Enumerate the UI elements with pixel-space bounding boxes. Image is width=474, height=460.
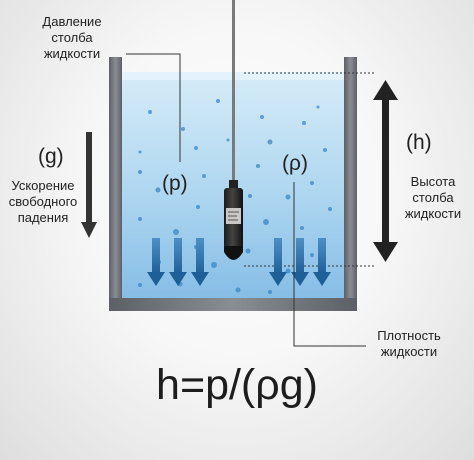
- pressure-caption-line-3: жидкости: [43, 46, 101, 61]
- down-arrow-icon: [291, 238, 309, 286]
- height-double-arrow-icon: [373, 80, 398, 262]
- bubble: [138, 170, 142, 174]
- bubble: [226, 138, 230, 142]
- formula: h=p/(ρg): [156, 361, 318, 409]
- pressure-caption-line-2: столба: [51, 30, 93, 45]
- height-symbol: (h): [406, 131, 432, 154]
- gravity-arrow: [81, 132, 97, 238]
- down-arrow-icon: [313, 238, 331, 286]
- gravity-caption-line-2: свободного: [8, 194, 78, 209]
- bubble: [268, 290, 272, 294]
- vessel-bottom: [109, 298, 357, 311]
- gravity-caption-line-3: падения: [17, 210, 69, 225]
- density-symbol: (ρ): [282, 152, 308, 175]
- bubble: [155, 187, 161, 193]
- down-arrow-icon: [269, 238, 287, 286]
- bubble: [248, 194, 252, 198]
- down-arrow-icon: [169, 238, 187, 286]
- bubble: [310, 181, 314, 185]
- down-arrow-icon: [191, 238, 209, 286]
- bubble: [196, 205, 200, 209]
- bubble: [202, 174, 206, 178]
- bubble: [256, 164, 260, 168]
- height-caption-line-2: столба: [412, 190, 454, 205]
- bubble: [194, 146, 198, 150]
- sensor-cable: [232, 0, 235, 182]
- bubble: [138, 283, 142, 287]
- bubble: [148, 110, 152, 114]
- pressure-symbol: (p): [162, 172, 188, 195]
- bubble: [181, 127, 185, 131]
- height-caption: Высота столба жидкости: [396, 174, 470, 222]
- down-arrow-icon: [147, 238, 165, 286]
- pressure-leader-line: [126, 53, 181, 162]
- gravity-caption: Ускорение свободного падения: [2, 178, 84, 226]
- density-caption-line-2: жидкости: [380, 344, 438, 359]
- bubble: [138, 217, 142, 221]
- density-caption: Плотность жидкости: [368, 328, 450, 360]
- bubble: [245, 248, 251, 254]
- gravity-caption-line-1: Ускорение: [11, 178, 75, 193]
- bubble: [285, 194, 291, 200]
- gravity-symbol: (g): [38, 145, 64, 168]
- bubble: [235, 287, 241, 293]
- bubble: [263, 219, 269, 225]
- height-caption-line-3: жидкости: [404, 206, 462, 221]
- bubble: [138, 150, 142, 154]
- pressure-arrows-group: [147, 238, 331, 286]
- bubble: [267, 139, 273, 145]
- bubble: [310, 253, 314, 257]
- bubble: [173, 229, 179, 235]
- bubble: [302, 121, 306, 125]
- density-leader-line: [293, 182, 366, 347]
- bubble: [216, 99, 220, 103]
- density-caption-line-1: Плотность: [377, 328, 441, 343]
- pressure-caption-line-1: Давление: [42, 14, 102, 29]
- height-caption-line-1: Высота: [410, 174, 456, 189]
- pressure-caption: Давление столба жидкости: [18, 14, 126, 62]
- pressure-sensor-icon: [224, 180, 243, 260]
- bubble: [316, 105, 320, 109]
- bubble: [211, 262, 217, 268]
- vessel-right-wall: [344, 57, 357, 311]
- bubble: [300, 226, 304, 230]
- bubble: [323, 148, 327, 152]
- vessel-left-wall: [109, 57, 122, 311]
- bubble: [260, 115, 264, 119]
- bubble: [328, 207, 332, 211]
